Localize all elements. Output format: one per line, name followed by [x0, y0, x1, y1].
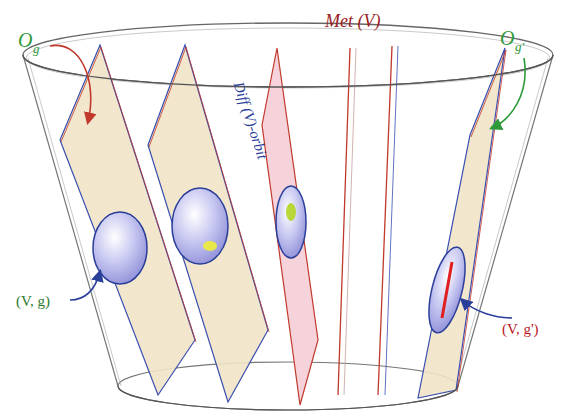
point-label: (V, g') [502, 322, 539, 337]
orbit-symbol: O [500, 28, 514, 48]
orbit-subscript: g' [515, 40, 524, 53]
orbit-subscript: g [33, 42, 40, 55]
point-label: (V, g) [16, 294, 50, 309]
orbit-symbol: O [18, 30, 32, 50]
space-title: Met (V) [325, 12, 380, 30]
